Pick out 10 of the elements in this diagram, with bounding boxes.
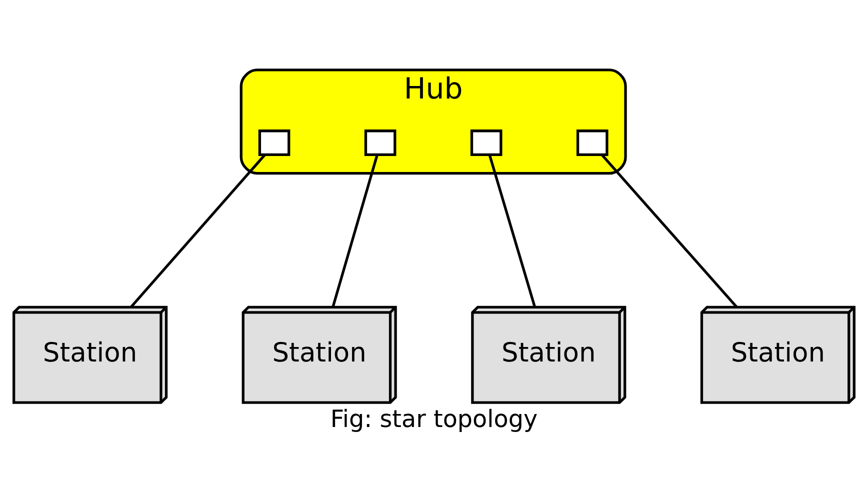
node-box [364, 129, 396, 156]
node-box [470, 129, 502, 156]
connector [600, 153, 738, 308]
cluster: Hub [240, 68, 627, 174]
connector [488, 154, 536, 307]
connector [130, 153, 266, 308]
node-box [258, 129, 290, 156]
caption: Fig: star topology [330, 404, 538, 432]
connector [332, 154, 378, 307]
node-box [576, 129, 608, 156]
